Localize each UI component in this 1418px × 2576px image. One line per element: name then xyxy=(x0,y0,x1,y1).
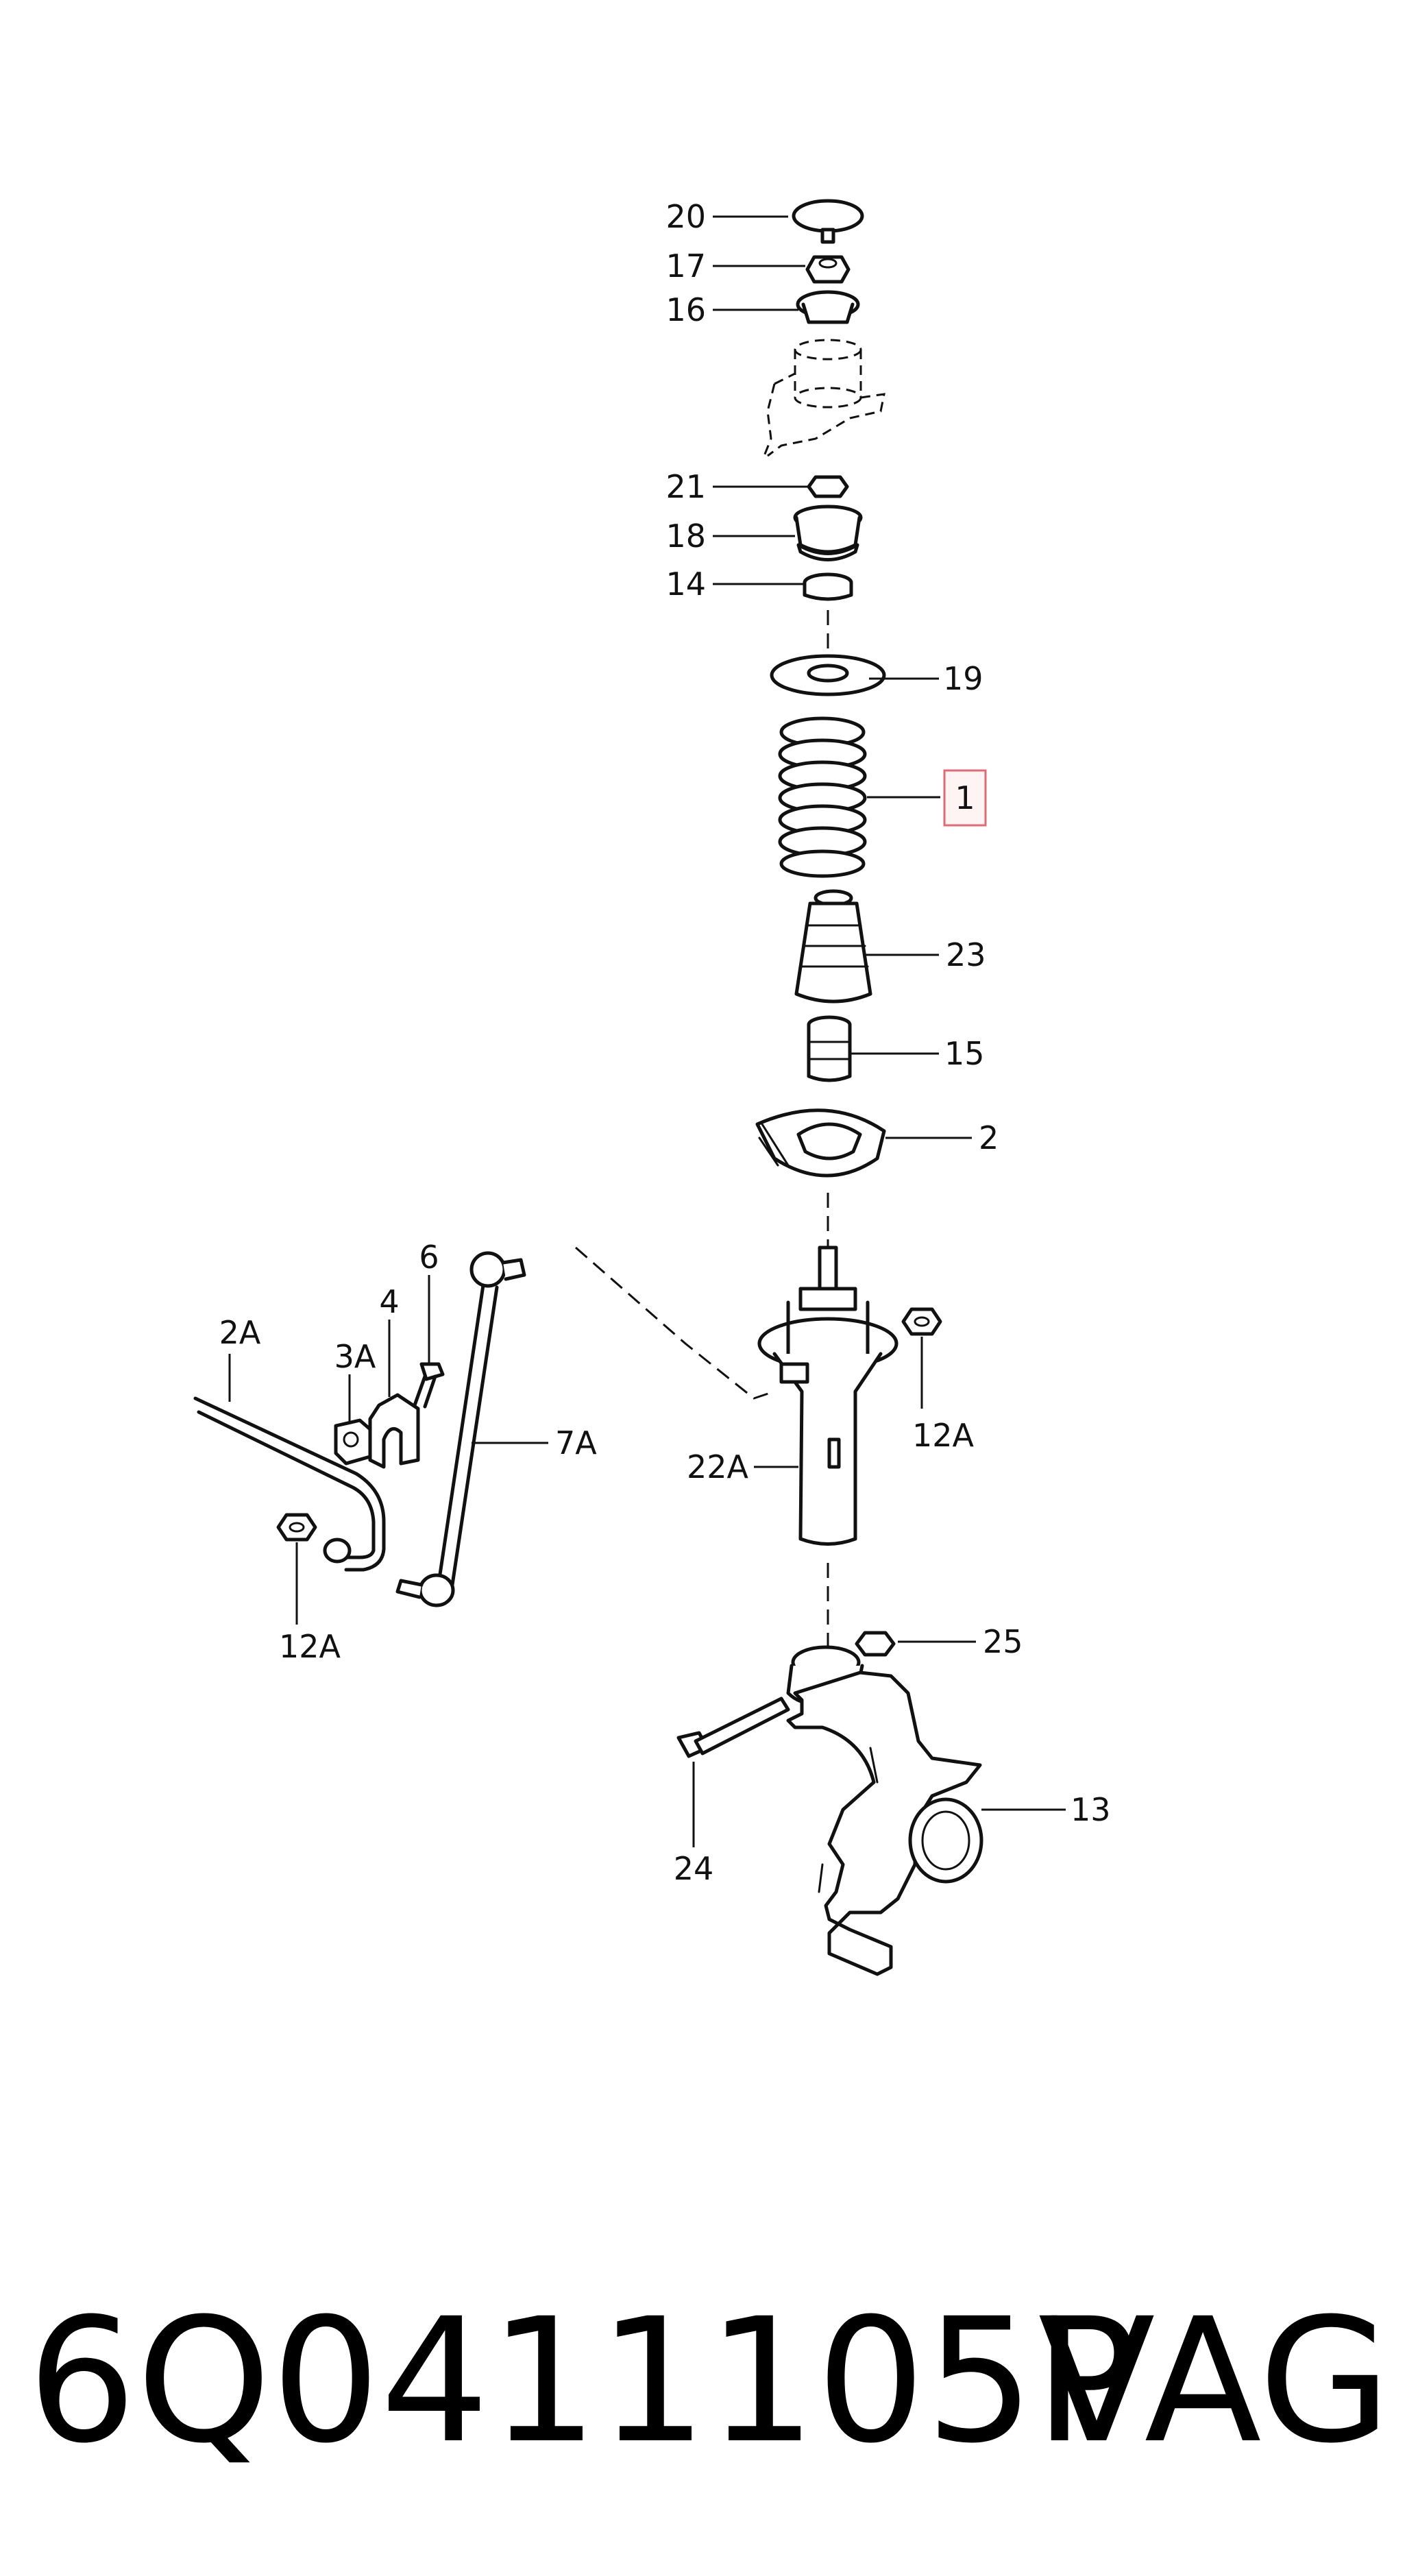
footer-part-number: 6Q0411105P xyxy=(27,2281,1138,2481)
callout-18: 18 xyxy=(665,518,706,555)
callout-24: 24 xyxy=(674,1850,714,1887)
part-14-bush xyxy=(803,572,853,601)
callout-6: 6 xyxy=(419,1239,439,1276)
part-16-cup xyxy=(796,290,860,324)
part-22A-shock-absorber xyxy=(757,1246,899,1546)
part-3A-rubber-mount xyxy=(334,1418,372,1466)
callout-16: 16 xyxy=(665,291,706,328)
callout-23: 23 xyxy=(946,936,986,973)
callout-labels: 20 17 16 21 18 14 19 1 23 15 2 6 4 3A 2A… xyxy=(219,198,1111,1887)
part-12A-nut-right xyxy=(901,1307,942,1336)
part-13-wheel-bearing-housing xyxy=(786,1645,983,1976)
callout-15: 15 xyxy=(944,1035,985,1072)
callout-20: 20 xyxy=(665,198,706,235)
part-2-lower-seat xyxy=(755,1108,886,1178)
callout-3A: 3A xyxy=(334,1338,376,1375)
part-17-nut xyxy=(805,255,851,284)
callout-2A: 2A xyxy=(219,1314,261,1351)
part-15-bump-stop xyxy=(807,1015,852,1082)
leader-lines xyxy=(228,215,1066,1847)
callout-1: 1 xyxy=(955,779,975,816)
part-24-bolt xyxy=(676,1697,790,1758)
callout-4: 4 xyxy=(379,1283,399,1320)
part-25-nut xyxy=(855,1631,896,1657)
highlight-box xyxy=(943,769,987,827)
callout-14: 14 xyxy=(665,566,706,603)
part-6-bolt xyxy=(413,1362,445,1409)
part-1-coil-spring xyxy=(778,716,867,878)
part-4-clamp xyxy=(368,1393,420,1469)
callout-17: 17 xyxy=(665,247,706,284)
callout-13: 13 xyxy=(1071,1791,1111,1828)
part-20-cap xyxy=(792,199,864,244)
part-21-nut xyxy=(807,475,849,498)
callout-19: 19 xyxy=(943,660,983,697)
part-23-protective-boot xyxy=(794,889,872,1004)
callout-7A: 7A xyxy=(555,1424,597,1461)
part-7A-coupling-rod xyxy=(395,1251,526,1607)
part-12A-nut-left xyxy=(276,1513,317,1542)
part-19-spring-seat xyxy=(770,654,886,696)
callout-12A-right: 12A xyxy=(912,1417,975,1454)
callout-21: 21 xyxy=(665,468,706,505)
callout-2: 2 xyxy=(979,1119,999,1156)
body-strut-tower xyxy=(763,339,885,457)
part-18-top-mount xyxy=(793,505,863,561)
callout-25: 25 xyxy=(983,1623,1023,1660)
callout-22A: 22A xyxy=(687,1448,749,1485)
callout-12A-left: 12A xyxy=(279,1628,341,1665)
footer-brand: VAG xyxy=(1038,2281,1391,2481)
part-2A-anti-roll-bar xyxy=(193,1396,386,1572)
